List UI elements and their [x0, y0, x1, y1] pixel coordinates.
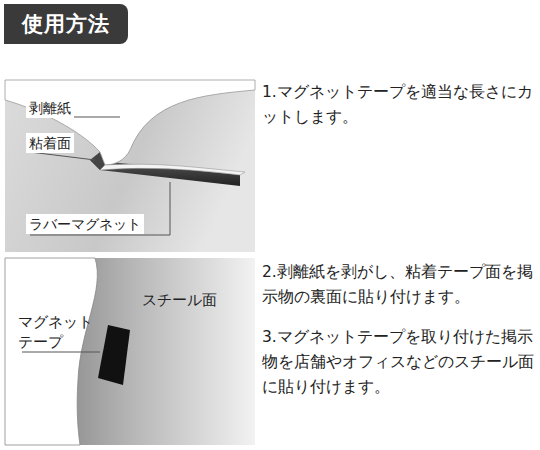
leader [22, 352, 100, 353]
release-paper [5, 80, 255, 165]
leader [30, 235, 170, 236]
leader [30, 152, 95, 160]
section-title: 使用方法 [4, 4, 128, 44]
paper-sheet [100, 164, 245, 175]
part-label: マグネット テープ [18, 312, 96, 352]
leader [170, 182, 171, 235]
steel-surface [5, 258, 255, 445]
step-text: 1.マグネットテープを適当な長さにカットします。 [262, 80, 534, 130]
part-label: 剥離紙 [26, 98, 74, 118]
magnet-tape [98, 325, 130, 385]
step-text: 2.剥離紙を剥がし、粘着テープ面を掲示物の裏面に貼り付けます。 [262, 260, 534, 310]
part-label: 粘着面 [26, 133, 74, 153]
part-label: ラバーマグネット [26, 214, 144, 234]
step-text: 3.マグネットテープを取り付けた掲示物を店舗やオフィスなどのスチール面に貼り付け… [262, 325, 534, 400]
part-label: スチール面 [142, 290, 217, 310]
panel [5, 80, 255, 252]
